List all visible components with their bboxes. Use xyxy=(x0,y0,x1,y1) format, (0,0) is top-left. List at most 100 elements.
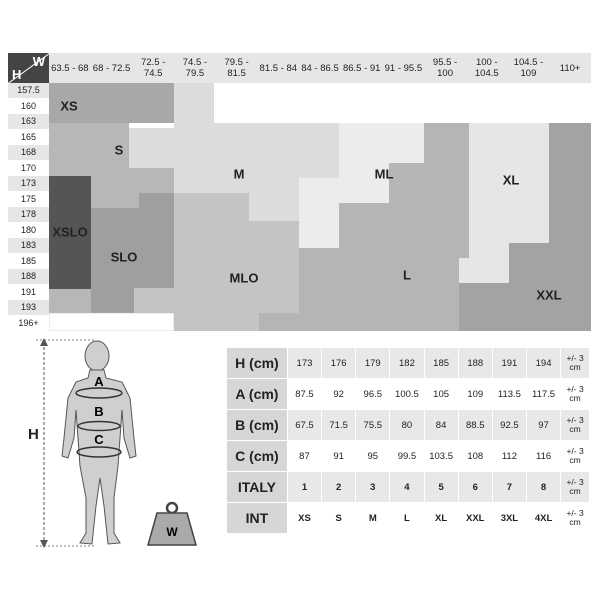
body-figure: A B C W H xyxy=(22,338,212,548)
label-b: B xyxy=(94,404,103,419)
table-cell: 109 xyxy=(458,379,492,409)
tolerance-cell: +/- 3 cm xyxy=(561,379,589,409)
tolerance-cell: +/- 3 cm xyxy=(561,441,589,471)
weight-header-cell: 72.5 - 74.5 xyxy=(132,53,176,83)
region-label-s: S xyxy=(115,142,124,157)
table-cell: 105 xyxy=(424,379,458,409)
region-label-l: L xyxy=(403,267,411,282)
height-axis-label: H xyxy=(12,67,22,82)
table-cell: 7 xyxy=(492,472,526,502)
height-row-cell: 183 xyxy=(8,238,49,254)
height-row-cell: 173 xyxy=(8,176,49,192)
table-cell: 185 xyxy=(424,348,458,378)
weight-header-cell: 74.5 - 79.5 xyxy=(174,53,217,83)
row-header: ITALY xyxy=(227,472,287,502)
weight-header-cell: 100 - 104.5 xyxy=(465,53,509,83)
region-xxl xyxy=(459,123,591,331)
table-cell: XL xyxy=(424,503,458,533)
table-cell: 97 xyxy=(526,410,561,440)
region-label-mlo: MLO xyxy=(230,270,259,285)
table-cell: 3 xyxy=(356,472,390,502)
region-xslo xyxy=(49,176,91,289)
height-label: H xyxy=(28,426,39,443)
size-regions: XS S M ML XL XSLO SLO MLO L XXL xyxy=(49,83,591,331)
weight-header-cell: 91 - 95.5 xyxy=(382,53,426,83)
table-cell: 179 xyxy=(356,348,390,378)
tolerance-cell: +/- 3 cm xyxy=(561,472,589,502)
table-cell: 194 xyxy=(526,348,561,378)
table-cell: 103.5 xyxy=(424,441,458,471)
table-cell: 87.5 xyxy=(287,379,322,409)
row-header: INT xyxy=(227,503,287,533)
weight-header-cell: 104.5 - 109 xyxy=(507,53,551,83)
label-a: A xyxy=(94,374,104,389)
table-cell: 116 xyxy=(526,441,561,471)
height-row-cell: 196+ xyxy=(8,315,49,331)
height-row-cell: 165 xyxy=(8,129,49,145)
table-cell: 173 xyxy=(287,348,322,378)
region-ml xyxy=(299,123,424,248)
weight-header-cell: 79.5 - 81.5 xyxy=(215,53,259,83)
height-weight-corner: W H xyxy=(8,53,49,83)
table-cell: 3XL xyxy=(492,503,526,533)
height-row-cell: 191 xyxy=(8,284,49,300)
region-xs xyxy=(49,83,174,123)
height-row-cell: 178 xyxy=(8,207,49,223)
table-cell: 5 xyxy=(424,472,458,502)
weight-icon-label: W xyxy=(166,525,178,539)
weight-axis-label: W xyxy=(32,54,45,69)
table-cell: 1 xyxy=(287,472,322,502)
table-cell: 6 xyxy=(458,472,492,502)
table-cell: 80 xyxy=(390,410,424,440)
weight-icon: W xyxy=(147,501,197,546)
weight-header-cell: 84 - 86.5 xyxy=(299,53,342,83)
height-row-cell: 188 xyxy=(8,269,49,285)
region-label-xxl: XXL xyxy=(536,287,561,302)
table-cell: XXL xyxy=(458,503,492,533)
label-c: C xyxy=(94,432,104,447)
region-label-slo: SLO xyxy=(111,249,138,264)
table-cell: 2 xyxy=(322,472,356,502)
weight-header-cell: 68 - 72.5 xyxy=(90,53,134,83)
table-cell: 182 xyxy=(390,348,424,378)
height-row-cell: 168 xyxy=(8,145,49,161)
weight-header-cell: 86.5 - 91 xyxy=(340,53,384,83)
row-header: C (cm) xyxy=(227,441,287,471)
region-l xyxy=(259,123,469,331)
body-diagram: A B C W xyxy=(36,338,197,548)
tolerance-cell: +/- 3 cm xyxy=(561,348,589,378)
table-cell: 92 xyxy=(322,379,356,409)
height-row-cell: 175 xyxy=(8,191,49,207)
tolerance-cell: +/- 3 cm xyxy=(561,410,589,440)
region-xl xyxy=(459,123,549,283)
region-label-xl: XL xyxy=(503,172,520,187)
height-row-cell: 193 xyxy=(8,300,49,316)
row-header: H (cm) xyxy=(227,348,287,378)
table-cell: 92.5 xyxy=(492,410,526,440)
weight-header-cell: 63.5 - 68 xyxy=(49,53,92,83)
table-cell: L xyxy=(390,503,424,533)
table-cell: 84 xyxy=(424,410,458,440)
table-cell: 100.5 xyxy=(390,379,424,409)
table-cell: 188 xyxy=(458,348,492,378)
table-cell: 71.5 xyxy=(322,410,356,440)
height-row-cell: 157.5 xyxy=(8,83,49,99)
table-cell: 87 xyxy=(287,441,322,471)
table-cell: 8 xyxy=(526,472,561,502)
region-label-xslo: XSLO xyxy=(52,224,87,239)
height-row-cell: 160 xyxy=(8,98,49,114)
table-cell: 117.5 xyxy=(526,379,561,409)
table-cell: 4 xyxy=(390,472,424,502)
region-s xyxy=(49,83,174,208)
region-label-ml: ML xyxy=(375,166,394,181)
region-label-xs: XS xyxy=(60,98,78,113)
table-cell: 4XL xyxy=(526,503,561,533)
table-cell: 91 xyxy=(322,441,356,471)
